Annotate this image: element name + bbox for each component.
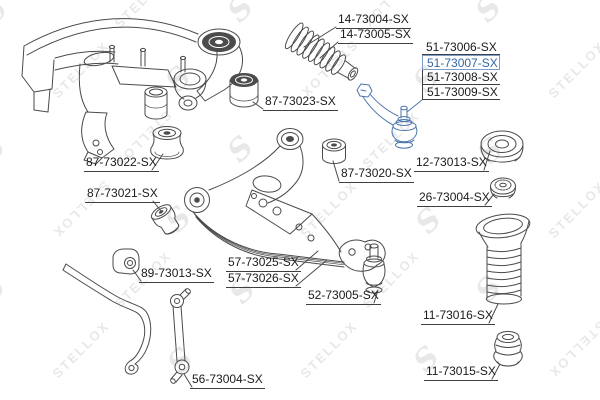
- part-label-11-73016[interactable]: 11-73016-SX: [421, 309, 495, 325]
- bump-stop-drawing: [493, 331, 523, 367]
- part-label-14-73004[interactable]: 14-73004-SX: [336, 13, 411, 29]
- bushing-87-73023-drawing: [229, 73, 259, 108]
- part-label-14-73005[interactable]: 14-73005-SX: [338, 28, 413, 44]
- part-label-56-73004[interactable]: 56-73004-SX: [190, 373, 265, 389]
- ball-joint-drawing: [362, 243, 386, 294]
- part-label-57-73026[interactable]: 57-73026-SX: [226, 272, 301, 288]
- part-label-12-73013[interactable]: 12-73013-SX: [414, 156, 489, 172]
- sway-bar-drawing: [62, 263, 152, 375]
- dust-boot-drawing: [475, 213, 531, 305]
- subframe-drawing: [21, 18, 243, 165]
- strut-bearing-drawing: [490, 177, 516, 199]
- tie-rod-option-51-73006[interactable]: 51-73006-SX: [422, 40, 500, 55]
- part-label-89-73013[interactable]: 89-73013-SX: [139, 267, 214, 283]
- tie-rod-end-drawing[interactable]: [356, 83, 418, 149]
- stabilizer-link-drawing: [170, 288, 191, 384]
- bushing-87-73022-drawing: [150, 126, 184, 160]
- sway-bar-bushing-drawing: [112, 248, 140, 275]
- part-label-11-73015[interactable]: 11-73015-SX: [424, 365, 498, 381]
- part-label-87-73020[interactable]: 87-73020-SX: [339, 167, 414, 183]
- part-label-57-73025[interactable]: 57-73025-SX: [226, 256, 301, 272]
- leader-lines: [132, 26, 501, 388]
- part-label-87-73022[interactable]: 87-73022-SX: [84, 156, 159, 172]
- tie-rod-option-51-73009[interactable]: 51-73009-SX: [422, 85, 500, 100]
- steering-rack-boot-drawing: [284, 22, 359, 81]
- control-arm-drawing: [184, 128, 386, 272]
- part-label-26-73004[interactable]: 26-73004-SX: [417, 191, 492, 207]
- part-label-87-73021[interactable]: 87-73021-SX: [85, 187, 160, 203]
- part-label-87-73023[interactable]: 87-73023-SX: [263, 95, 338, 111]
- bushing-87-73020-drawing: [322, 138, 346, 164]
- tie-rod-option-51-73008[interactable]: 51-73008-SX: [422, 70, 500, 85]
- part-label-52-73005[interactable]: 52-73005-SX: [306, 289, 381, 305]
- strut-mount-drawing: [480, 130, 524, 163]
- tie-rod-option-51-73007-selected[interactable]: 51-73007-SX: [422, 55, 500, 70]
- bushing-87-73021-drawing: [150, 204, 180, 235]
